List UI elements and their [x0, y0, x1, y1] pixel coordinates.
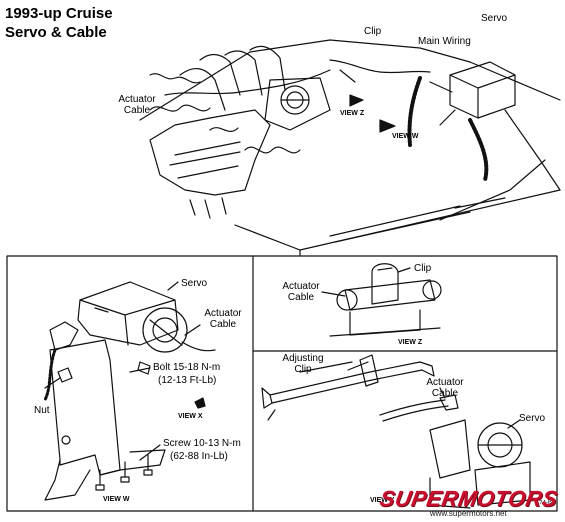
view-w-marker: VIEW W: [392, 133, 419, 140]
panel-x-drawing: [261, 354, 531, 509]
watermark-brand: SUPERMOTORS: [377, 486, 560, 511]
panel-w-view-title: VIEW W: [103, 496, 130, 503]
nut-label: Nut: [34, 405, 50, 416]
clip-label: Clip: [364, 26, 382, 37]
watermark: SUPERMOTORS www.supermotors.net: [377, 486, 560, 518]
screw-torque-spec-label: (62-88 In-Lb): [170, 451, 228, 462]
servo-label: Servo: [481, 13, 508, 24]
panel-x-view-title: VIEW X: [370, 497, 395, 504]
panel-w-actuator-cable-label: Actuator Cable: [204, 308, 242, 330]
panel-z-view-title: VIEW Z: [398, 339, 423, 346]
panel-w-drawing: [43, 281, 216, 501]
panel-frames: [6, 255, 558, 512]
screw-torque-label: Screw 10-13 N-m: [163, 438, 241, 449]
panel-z-drawing: [321, 263, 442, 337]
panel-z-clip-label: Clip: [414, 263, 432, 274]
actuator-cable-label: Actuator Cable: [118, 94, 156, 116]
bolt-torque-spec-label: (12-13 Ft-Lb): [158, 375, 217, 386]
panel-x-servo-label: Servo: [519, 413, 546, 424]
panel-w-servo-label: Servo: [181, 278, 208, 289]
bolt-torque-label: Bolt 15-18 N-m: [153, 362, 221, 373]
panel-z-actuator-cable-label: Actuator Cable: [282, 281, 320, 303]
main-wiring-label: Main Wiring: [418, 36, 471, 47]
watermark-url: www.supermotors.net: [429, 509, 507, 518]
engine-compartment-drawing: [139, 39, 561, 256]
adjusting-clip-label: Adjusting Clip: [282, 353, 324, 375]
diagram-title: 1993-up Cruise Servo & Cable: [5, 5, 113, 41]
panel-x-actuator-cable-label: Actuator Cable: [426, 377, 464, 399]
panel-w-view-x-marker: VIEW X: [178, 413, 203, 420]
view-z-marker: VIEW Z: [340, 110, 365, 117]
